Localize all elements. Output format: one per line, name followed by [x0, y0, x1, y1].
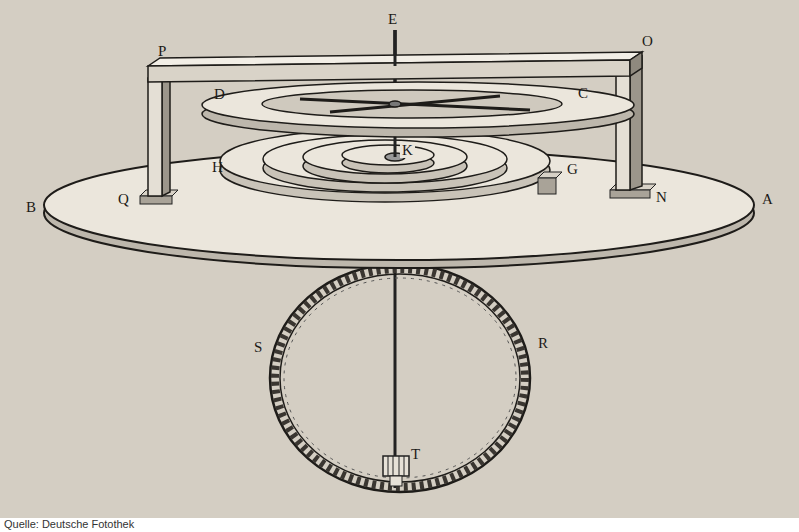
- part-letter: K: [400, 143, 415, 158]
- frame: [148, 52, 642, 196]
- part-letter: A: [762, 192, 773, 207]
- spiral-spring: [220, 129, 550, 202]
- crown-wheel: [270, 264, 530, 492]
- part-letter: H: [212, 160, 223, 175]
- source-credit: Quelle: Deutsche Fotothek: [4, 519, 134, 530]
- spring-stud: [538, 172, 562, 194]
- part-letter: P: [158, 44, 166, 59]
- part-letter: T: [411, 447, 420, 462]
- part-letter: S: [254, 340, 262, 355]
- paper: [0, 0, 799, 518]
- part-letter: N: [656, 190, 667, 205]
- part-letter: D: [214, 87, 225, 102]
- part-letter: O: [642, 34, 653, 49]
- part-letter: E: [388, 12, 397, 27]
- pinion: [383, 456, 409, 486]
- credit-band: [0, 518, 799, 532]
- part-letter: Q: [118, 192, 129, 207]
- part-letter: G: [567, 162, 578, 177]
- balance-wheel: [202, 82, 634, 137]
- axis-top: [394, 30, 397, 66]
- part-letter: R: [538, 336, 548, 351]
- part-letter: C: [578, 86, 588, 101]
- part-letter: B: [26, 200, 36, 215]
